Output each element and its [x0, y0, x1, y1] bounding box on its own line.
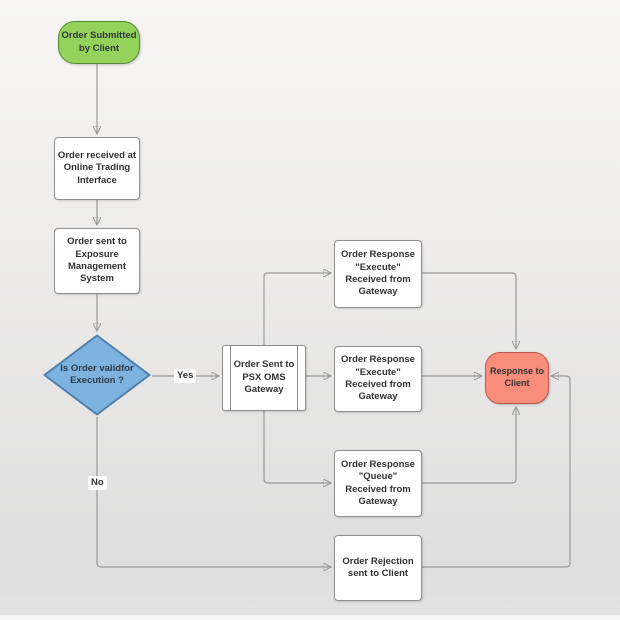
predefined-process-bar-right [297, 346, 298, 410]
decision-label: Is Order validfor Execution ? [60, 362, 134, 386]
node-response-to-client[interactable]: Response to Client [485, 352, 549, 404]
node-order-sent-psx-gateway[interactable]: Order Sent to PSX OMS Gateway [222, 345, 306, 411]
node-response-execute-1[interactable]: Order Response "Execute" Received from G… [334, 240, 422, 308]
node-decision-valid-for-execution[interactable]: Is Order validfor Execution ? [43, 334, 151, 416]
node-order-sent-exposure[interactable]: Order sent to Exposure Management System [54, 228, 140, 294]
edge-label-yes: Yes [174, 369, 197, 383]
predefined-process-bar-left [230, 346, 231, 410]
edge-response-queue-to-client [422, 408, 516, 484]
page-bottom-edge [0, 615, 620, 620]
edge-decision-no-to-rejection [96, 417, 330, 567]
decision-diamond-shape [43, 334, 151, 416]
edge-rejection-to-client [422, 376, 571, 568]
edge-gateway-to-response-exec-1 [263, 273, 330, 345]
edge-label-no: No [88, 476, 107, 490]
node-order-submitted[interactable]: Order Submitted by Client [58, 21, 140, 64]
edge-gateway-to-response-queue [263, 411, 330, 483]
node-order-received[interactable]: Order received at Online Trading Interfa… [54, 137, 140, 200]
edge-response-exec-1-to-client [422, 272, 516, 348]
node-response-queue[interactable]: Order Response "Queue" Received from Gat… [334, 450, 422, 517]
node-response-execute-2[interactable]: Order Response "Execute" Received from G… [334, 346, 422, 412]
gateway-label: Order Sent to PSX OMS Gateway [233, 359, 295, 396]
node-order-rejection[interactable]: Order Rejection sent to Client [334, 535, 422, 601]
